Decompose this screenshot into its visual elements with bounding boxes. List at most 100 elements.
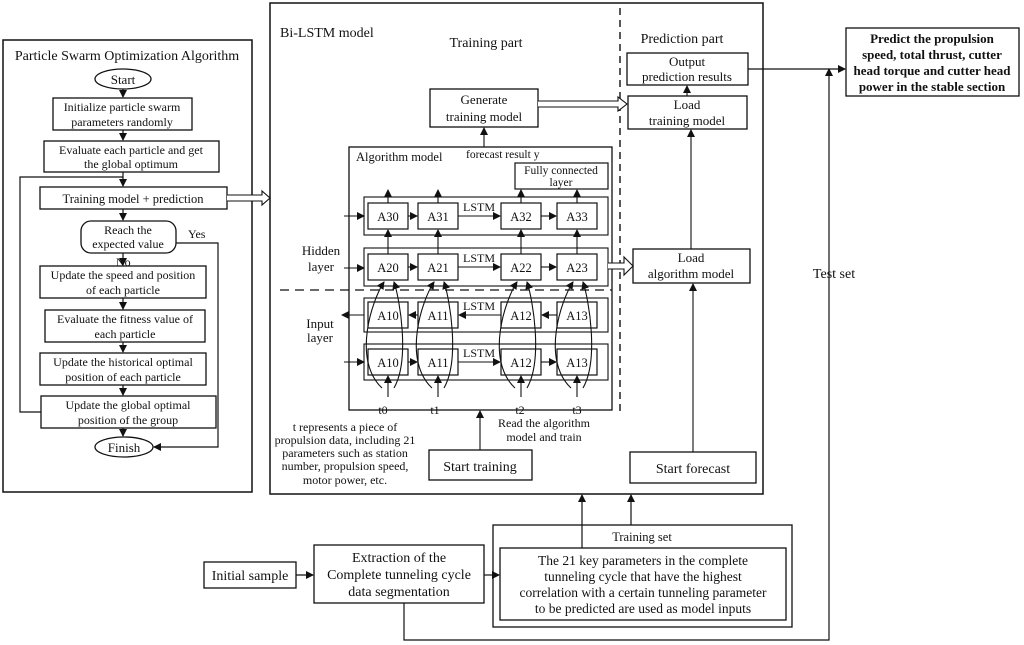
params-line-3: correlation with a certain tunneling par…	[519, 585, 767, 600]
time-t2: t2	[515, 403, 524, 417]
update-speed-line-2: of each particle	[86, 283, 160, 297]
generate-line-2: training model	[446, 109, 523, 124]
cell-a30-label: A30	[377, 210, 399, 224]
cell-a22-label: A22	[510, 261, 532, 275]
model-to-load-arrow	[608, 255, 634, 277]
generate-box	[429, 88, 539, 128]
fully-connected-line-1: Fully connected	[524, 165, 598, 177]
pso-panel: Particle Swarm Optimization Algorithm St…	[2, 39, 253, 493]
time-t1: t1	[430, 403, 439, 417]
svg-text:propulsion data, including 21: propulsion data, including 21	[275, 433, 416, 447]
cell-a20	[367, 253, 409, 281]
cell-a12-label: A12	[510, 356, 532, 370]
load-training-line-1: Load	[674, 97, 701, 112]
cell-a32-label: A32	[510, 210, 532, 224]
generate-to-load-arrow	[538, 95, 628, 113]
load-algorithm-line-2: algorithm model	[648, 266, 735, 281]
cell-a21	[417, 253, 459, 281]
start-forecast-box	[629, 451, 757, 484]
generate-line-1: Generate	[461, 92, 508, 107]
update-hist-line-1: Update the historical optimal	[53, 355, 193, 369]
initial-sample-label: Initial sample	[212, 569, 289, 584]
load-algorithm-line-1: Load	[678, 250, 705, 265]
cell-a33-label: A33	[566, 210, 588, 224]
predict-line-3: head torque and cutter head	[854, 63, 1012, 78]
cell-a11-back-label: A11	[427, 309, 448, 323]
forecast-result-label: forecast result y	[466, 149, 540, 161]
params-line-2: tunneling cycle that have the highest	[544, 569, 742, 584]
svg-text:motor power, etc.: motor power, etc.	[303, 473, 387, 487]
cell-a20-label: A20	[377, 261, 399, 275]
prediction-part-label: Prediction part	[641, 32, 724, 47]
lstm-row-a3: A30 A31 A32 A33 LSTM	[344, 196, 609, 236]
params-box	[499, 547, 787, 621]
lstm-row-a1-forward: A10 A11 A12 A13 LSTM	[344, 343, 609, 381]
t-note: t represents a piece of propulsion data,…	[275, 420, 416, 487]
reach-decision	[80, 220, 177, 254]
load-algorithm-box	[632, 248, 751, 284]
params-line-1: The 21 key parameters in the complete	[538, 553, 748, 568]
update-hist-line-2: position of each particle	[65, 370, 181, 384]
init-line-1: Initialize particle swarm	[64, 100, 181, 114]
extraction-line-3: data segmentation	[348, 585, 449, 600]
start-forecast-label: Start forecast	[656, 462, 730, 477]
bilstm-panel: Bi-LSTM model Training part Prediction p…	[269, 2, 764, 495]
update-global-line-1: Update the global optimal	[66, 398, 192, 412]
algorithm-model-label: Algorithm model	[356, 150, 443, 164]
initial-sample-box	[203, 561, 297, 589]
evaluate-line-1: Evaluate each particle and get	[59, 143, 204, 157]
input-layer-line-1: Input	[306, 316, 334, 331]
predict-line-4: power in the stable section	[859, 79, 1006, 94]
bilstm-title: Bi-LSTM model	[280, 26, 374, 41]
cell-a11-label: A11	[427, 356, 448, 370]
params-line-4: to be predicted are used as model inputs	[535, 601, 751, 616]
pso-title: Particle Swarm Optimization Algorithm	[15, 49, 239, 64]
lstm-vertical-links	[365, 127, 593, 397]
lstm-row-a2: A20 A21 A22 A23 LSTM	[344, 247, 609, 287]
update-global-line-2: position of the group	[78, 413, 178, 427]
cell-a10-back-label: A10	[377, 309, 399, 323]
init-box	[52, 97, 193, 131]
start-training-box	[428, 449, 533, 481]
init-line-2: parameters randomly	[71, 115, 173, 129]
svg-text:number, propulsion speed,: number, propulsion speed,	[282, 459, 409, 473]
extraction-box	[313, 544, 485, 604]
lstm-row-a1-backward: A10 A11 A12 A13 LSTM	[341, 297, 609, 333]
output-line-2: prediction results	[642, 69, 732, 84]
eval-fitness-line-2: each particle	[95, 327, 156, 341]
cell-a31-label: A31	[427, 210, 449, 224]
hidden-layer-line-1: Hidden	[302, 243, 341, 258]
global-connectors	[296, 65, 846, 641]
bilstm-frame	[269, 2, 764, 495]
svg-text:parameters such as station: parameters such as station	[282, 446, 408, 460]
training-set-label: Training set	[612, 530, 672, 544]
predict-result-box	[845, 27, 1020, 97]
lstm-label-a3: LSTM	[463, 200, 495, 214]
time-t0: t0	[378, 403, 387, 417]
eval-fitness-box	[44, 309, 206, 343]
cell-a13-label: A13	[566, 356, 588, 370]
input-layer-line-2: layer	[307, 330, 334, 345]
fully-connected-box	[514, 162, 609, 190]
reach-line-2: expected value	[92, 237, 164, 251]
cell-a23	[556, 253, 598, 281]
finish-label: Finish	[108, 440, 141, 455]
evaluate-box	[43, 140, 220, 173]
training-part-label: Training part	[450, 36, 523, 51]
predict-line-2: speed, total thrust, cutter	[862, 47, 1002, 62]
start-label: Start	[111, 72, 136, 87]
read-note-line-2: model and train	[506, 430, 581, 444]
time-t3: t3	[572, 403, 581, 417]
output-line-1: Output	[669, 54, 706, 69]
test-set-label: Test set	[813, 267, 855, 282]
evaluate-line-2: the global optimum	[84, 157, 179, 171]
predict-line-1: Predict the propulsion	[870, 31, 995, 46]
cell-a23-label: A23	[566, 261, 588, 275]
prediction-connectors	[683, 85, 697, 452]
cell-a10-label: A10	[377, 356, 399, 370]
read-note-line-1: Read the algorithm	[498, 416, 591, 430]
reach-line-1: Reach the	[104, 223, 152, 237]
eval-fitness-line-1: Evaluate the fitness value of	[57, 312, 193, 326]
extraction-line-2: Complete tunneling cycle	[327, 568, 471, 583]
cell-a22	[500, 253, 542, 281]
